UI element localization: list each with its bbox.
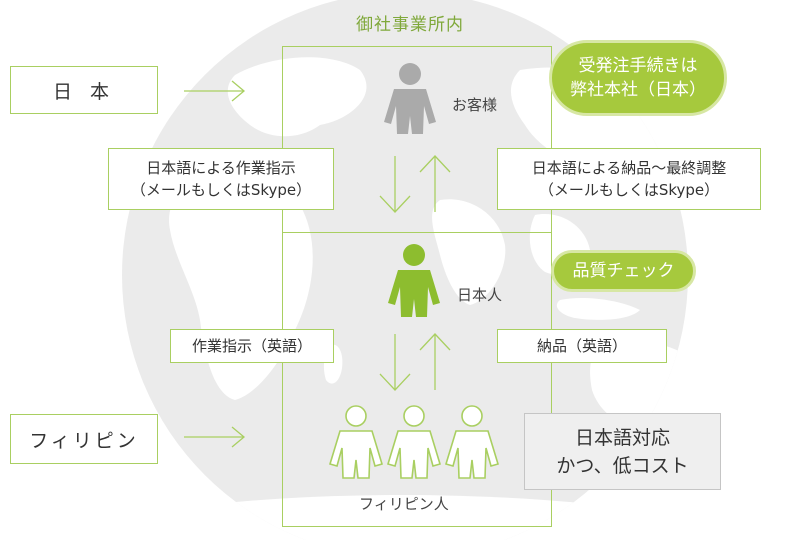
japanese-staff-label: 日本人 <box>457 286 503 304</box>
arrow-right-icon <box>184 80 246 102</box>
arrow-up-icon <box>419 155 451 212</box>
filipino-person-icon <box>328 405 384 479</box>
quality-check-badge: 品質チェック <box>551 250 696 292</box>
badge-line: 弊社本社（日本） <box>570 80 706 100</box>
filipino-person-icon <box>386 405 442 479</box>
badge-line: 受発注手続きは <box>578 56 698 76</box>
filipino-staff-label: フィリピン人 <box>359 495 449 513</box>
note-line: 日本語による納品～最終調整 <box>531 159 727 177</box>
filipino-staff-group <box>328 405 500 479</box>
note-instruction-japanese: 日本語による作業指示 （メールもしくはSkype） <box>108 148 334 210</box>
country-philippines: フィリピン <box>10 414 158 464</box>
contract-badge: 受発注手続きは 弊社本社（日本） <box>549 40 727 116</box>
japanese-person-icon <box>388 244 440 317</box>
feature-line: 日本語対応 <box>574 426 670 449</box>
arrow-down-icon <box>379 334 411 391</box>
feature-box: 日本語対応 かつ、低コスト <box>524 413 721 490</box>
filipino-person-icon <box>444 405 500 479</box>
note-line: 日本語による作業指示 <box>146 159 296 177</box>
customer-person-icon <box>384 63 436 134</box>
note-line: （メールもしくはSkype） <box>130 181 312 199</box>
arrow-down-icon <box>379 156 411 213</box>
arrow-right-icon <box>184 426 246 448</box>
note-delivery-japanese: 日本語による納品～最終調整 （メールもしくはSkype） <box>497 148 761 210</box>
note-line: （メールもしくはSkype） <box>538 181 720 199</box>
team-frame <box>282 232 552 527</box>
exchange-arrows-top <box>379 155 451 213</box>
page-title: 御社事業所内 <box>356 15 464 35</box>
note-delivery-english: 納品（英語） <box>497 329 667 363</box>
country-japan: 日 本 <box>10 66 158 114</box>
note-instruction-english: 作業指示（英語） <box>170 329 334 363</box>
customer-label: お客様 <box>452 96 498 114</box>
exchange-arrows-bottom <box>379 333 451 391</box>
arrow-up-icon <box>419 333 451 390</box>
feature-line: かつ、低コスト <box>556 454 689 477</box>
